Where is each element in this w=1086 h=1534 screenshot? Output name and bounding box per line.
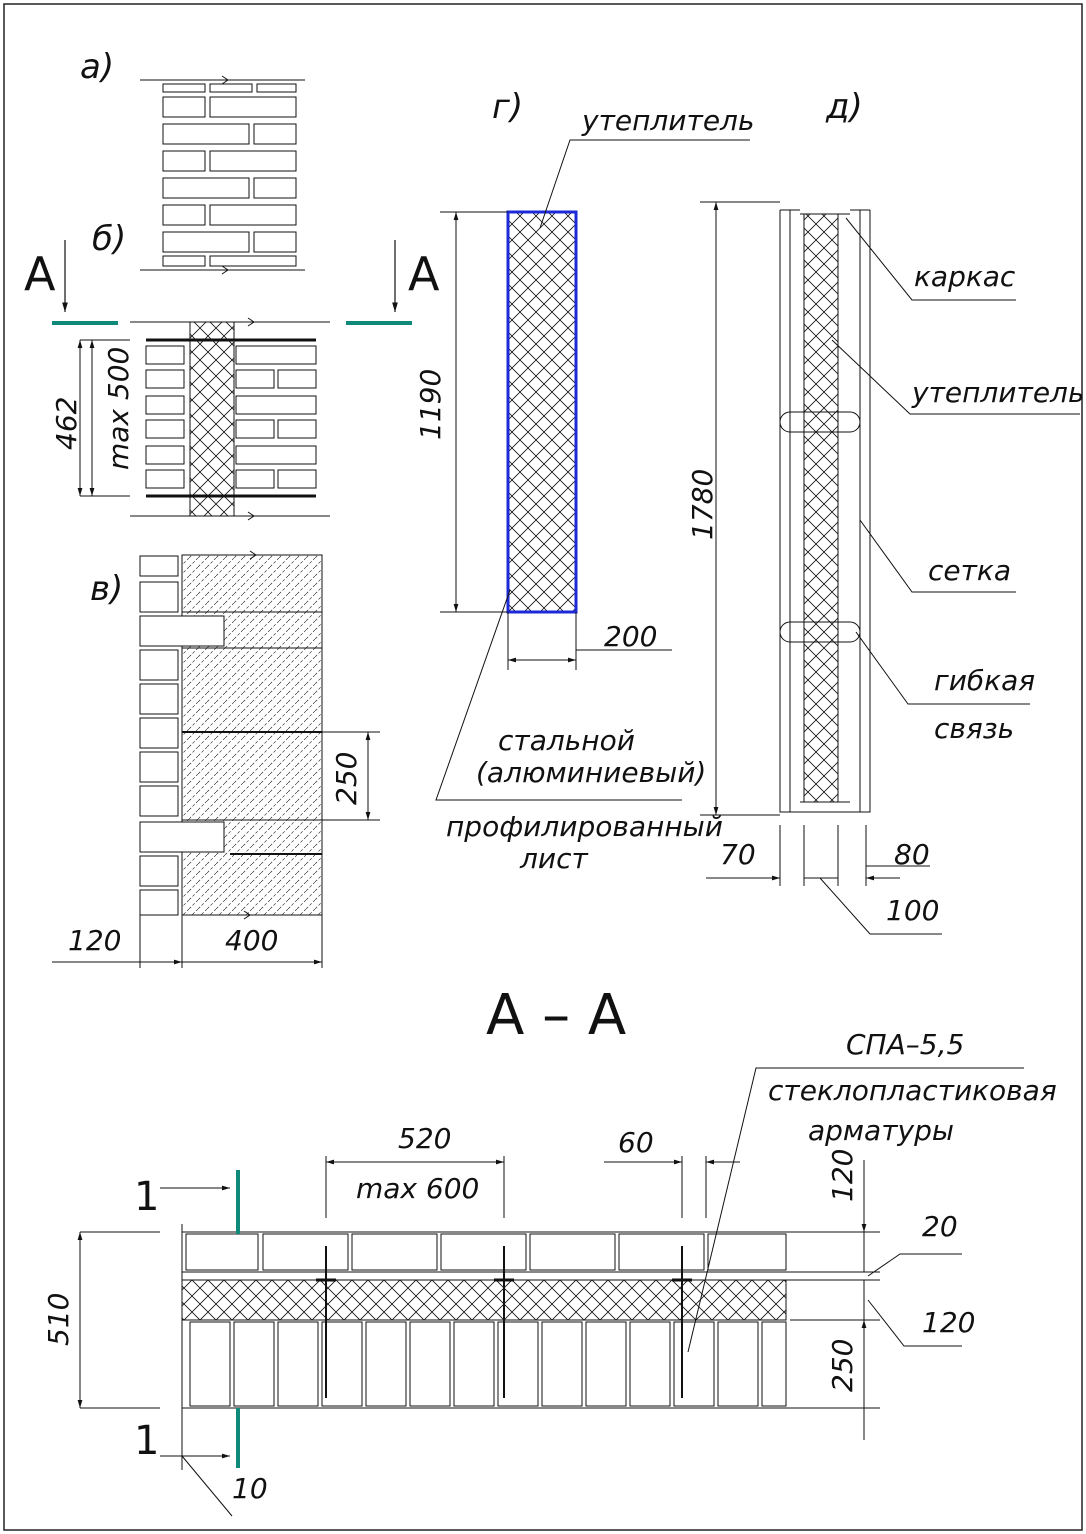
callout-sheet-2: (алюминиевый) — [476, 756, 706, 789]
dim-v-250: 250 — [330, 752, 363, 805]
callout-insulation-g: утеплитель — [581, 104, 754, 137]
section-marker-right: А — [408, 247, 440, 301]
dim-aa-520: 520 — [398, 1122, 451, 1155]
fig-b-insulated-wall — [77, 317, 330, 521]
dim-d-100: 100 — [886, 894, 939, 927]
fig-d-framed-panel — [700, 201, 1080, 935]
label-a: а) — [80, 47, 114, 87]
fig-v-block-wall — [52, 550, 380, 968]
section-marker-left: А — [24, 247, 56, 301]
fig-a-brick-wall — [140, 75, 305, 275]
sheet-border — [3, 3, 1083, 1531]
callout-flex-link-1: гибкая — [934, 664, 1035, 697]
dim-b-max500: max 500 — [102, 347, 135, 470]
label-d: д) — [825, 87, 863, 127]
dim-aa-max600: max 600 — [356, 1172, 479, 1205]
dim-aa-20: 20 — [922, 1210, 958, 1243]
callout-sheet-1: стальной — [498, 724, 635, 757]
section-1-label-bottom: 1 — [134, 1418, 159, 1464]
dim-aa-120-top: 120 — [826, 1149, 859, 1202]
dim-g-200: 200 — [604, 620, 657, 653]
callout-sheet-4: лист — [519, 842, 588, 875]
dim-aa-120-mid: 120 — [922, 1306, 975, 1339]
dim-aa-10: 10 — [232, 1472, 268, 1505]
label-g: г) — [492, 87, 523, 127]
callout-rebar-2: арматуры — [808, 1114, 954, 1147]
callout-rebar-1: стеклопластиковая — [768, 1074, 1057, 1107]
dim-d-80: 80 — [894, 838, 930, 871]
label-b: б) — [92, 219, 126, 259]
dim-aa-510: 510 — [42, 1293, 75, 1346]
dim-b-462: 462 — [50, 397, 83, 450]
callout-flex-link-2: связь — [934, 712, 1014, 745]
section-title: А – А — [486, 983, 626, 1048]
dim-v-120: 120 — [68, 924, 121, 957]
section-aa-plan — [77, 1067, 1024, 1517]
callout-sheet-3: профилированный — [446, 810, 723, 843]
dim-v-400: 400 — [225, 924, 278, 957]
dim-d-1780: 1780 — [686, 469, 719, 540]
dim-aa-60: 60 — [618, 1126, 654, 1159]
dim-d-70: 70 — [720, 838, 756, 871]
callout-mesh: сетка — [928, 554, 1011, 587]
label-v: в) — [90, 569, 123, 609]
callout-insulation-d: утеплитель — [911, 376, 1084, 409]
dim-aa-250: 250 — [826, 1339, 859, 1392]
callout-spa: СПА–5,5 — [846, 1028, 964, 1061]
dim-g-1190: 1190 — [414, 369, 447, 440]
section-1-label-top: 1 — [134, 1174, 159, 1220]
callout-frame: каркас — [914, 260, 1016, 293]
fig-g-sandwich-panel — [435, 139, 750, 801]
